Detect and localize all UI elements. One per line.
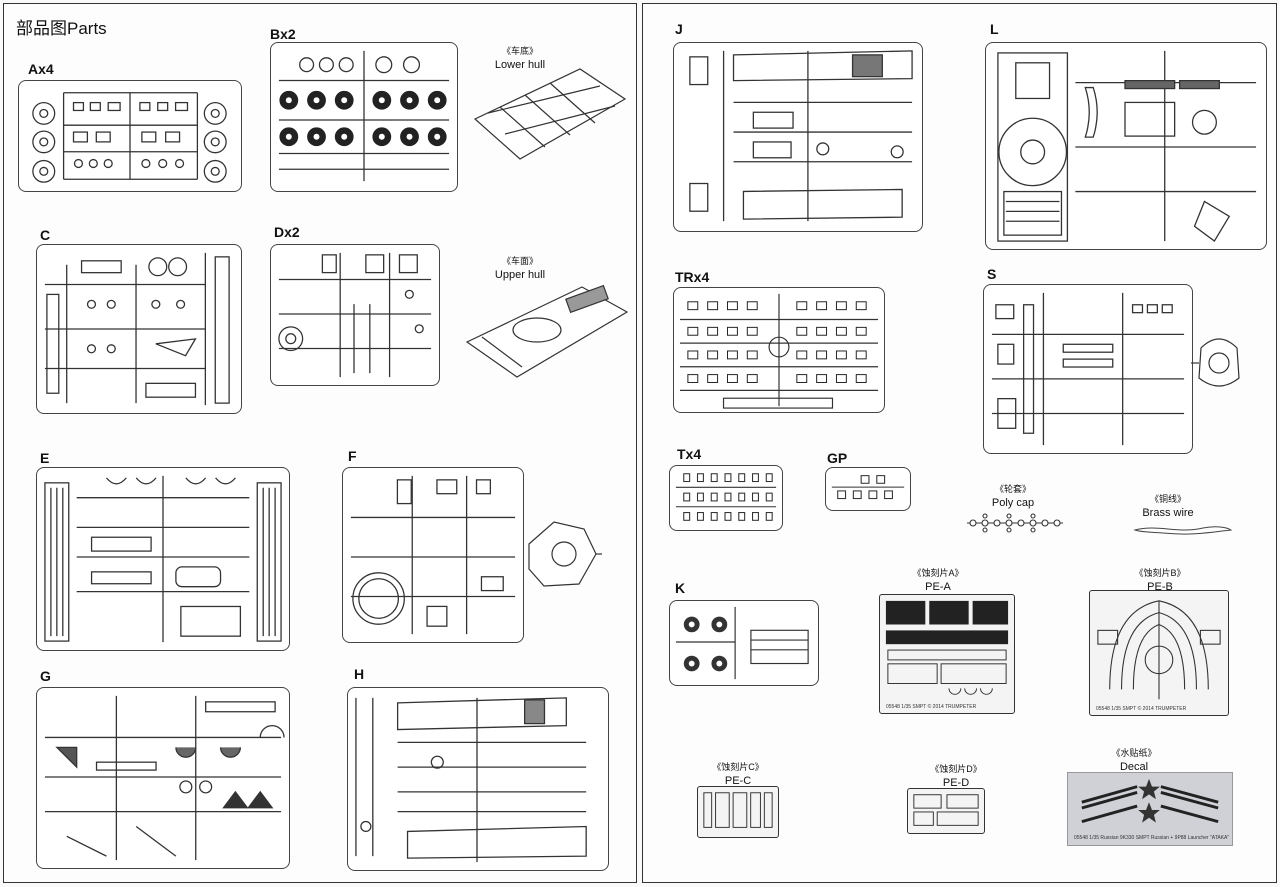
sprue-label-f: F — [348, 448, 357, 464]
pe-b-print: 05548 1/35 SMPT © 2014 TRUMPETER — [1096, 706, 1187, 712]
brass-wire-image — [1133, 520, 1233, 538]
sprue-label-j: J — [675, 21, 683, 37]
pe-a-en: PE-A — [925, 581, 951, 593]
decal-sheet: 05548 1/35 Russian 9K330 SMPT Russian + … — [1067, 772, 1233, 846]
sprue-h — [347, 687, 609, 871]
brass-wire-caption: 《铜线》 Brass wire — [1133, 492, 1203, 520]
sprue-e — [36, 467, 290, 651]
lower-hull-render — [470, 64, 630, 164]
right-page: J L — [642, 3, 1277, 883]
pe-a-zh: 《蚀刻片A》 — [912, 568, 964, 578]
poly-cap-caption: 《轮套》 Poly cap — [983, 482, 1043, 510]
sprue-label-b: Bx2 — [270, 26, 296, 42]
decal-caption: 《水贴纸》 Decal — [1099, 746, 1169, 774]
pe-d-fret — [907, 788, 985, 834]
sprue-label-d: Dx2 — [274, 224, 300, 240]
sprue-s — [983, 284, 1193, 454]
poly-cap-zh: 《轮套》 — [994, 484, 1031, 494]
pe-b-zh: 《蚀刻片B》 — [1134, 568, 1186, 578]
pe-d-zh: 《蚀刻片D》 — [930, 764, 982, 774]
pe-c-fret — [697, 786, 779, 838]
pe-d-en: PE-D — [942, 777, 970, 789]
page-title: 部品图Parts — [16, 19, 107, 38]
pe-c-en: PE-C — [724, 775, 752, 787]
lower-hull-en: Lower hull — [494, 59, 546, 71]
sprue-d — [270, 244, 440, 386]
sprue-label-s: S — [987, 266, 997, 282]
sprue-tx4 — [669, 465, 783, 531]
sprue-label-trx4: TRx4 — [675, 269, 710, 285]
pe-a-caption: 《蚀刻片A》 PE-A — [903, 566, 973, 594]
upper-hull-caption: 《车面》 Upper hull — [490, 254, 550, 282]
sprue-g — [36, 687, 290, 869]
sprue-gp — [825, 467, 911, 511]
sprue-label-k: K — [675, 580, 686, 596]
sprue-j — [673, 42, 923, 232]
sprue-label-h: H — [354, 666, 365, 682]
pe-a-fret: 05548 1/35 SMPT © 2014 TRUMPETER — [879, 594, 1015, 714]
upper-hull-render — [462, 282, 632, 382]
sprue-b — [270, 42, 458, 192]
left-page: 部品图Parts Ax4 Bx2 — [3, 3, 637, 883]
pe-c-caption: 《蚀刻片C》 PE-C — [703, 760, 773, 788]
sprue-label-l: L — [990, 21, 999, 37]
sprue-c — [36, 244, 242, 414]
sprue-label-c: C — [40, 227, 51, 243]
poly-cap-en: Poly cap — [991, 497, 1035, 509]
turret-dome-attachment — [1191, 328, 1247, 398]
brass-wire-en: Brass wire — [1142, 507, 1194, 519]
sprue-label-tx4: Tx4 — [677, 446, 702, 462]
sprue-l — [985, 42, 1267, 250]
pe-d-caption: 《蚀刻片D》 PE-D — [921, 762, 991, 790]
lower-hull-zh: 《车底》 — [501, 46, 538, 56]
sprue-f — [342, 467, 524, 643]
sprue-trx4 — [673, 287, 885, 413]
decal-en: Decal — [1119, 761, 1149, 773]
sprue-k — [669, 600, 819, 686]
sprue-label-e: E — [40, 450, 50, 466]
pe-c-zh: 《蚀刻片C》 — [712, 762, 764, 772]
sprue-label-g: G — [40, 668, 51, 684]
turret-sprue-attachment — [524, 514, 602, 596]
lower-hull-caption: 《车底》 Lower hull — [490, 44, 550, 72]
sprue-label-a: Ax4 — [28, 61, 54, 77]
brass-wire-zh: 《铜线》 — [1149, 494, 1186, 504]
pe-a-print: 05548 1/35 SMPT © 2014 TRUMPETER — [886, 704, 977, 710]
upper-hull-en: Upper hull — [494, 269, 546, 281]
poly-cap-runner — [965, 512, 1065, 534]
pe-b-fret: 05548 1/35 SMPT © 2014 TRUMPETER — [1089, 590, 1229, 716]
decal-zh: 《水贴纸》 — [1111, 748, 1157, 758]
sprue-a — [18, 80, 242, 192]
sprue-label-gp: GP — [827, 450, 848, 466]
decal-print: 05548 1/35 Russian 9K330 SMPT Russian + … — [1074, 835, 1230, 841]
upper-hull-zh: 《车面》 — [501, 256, 538, 266]
